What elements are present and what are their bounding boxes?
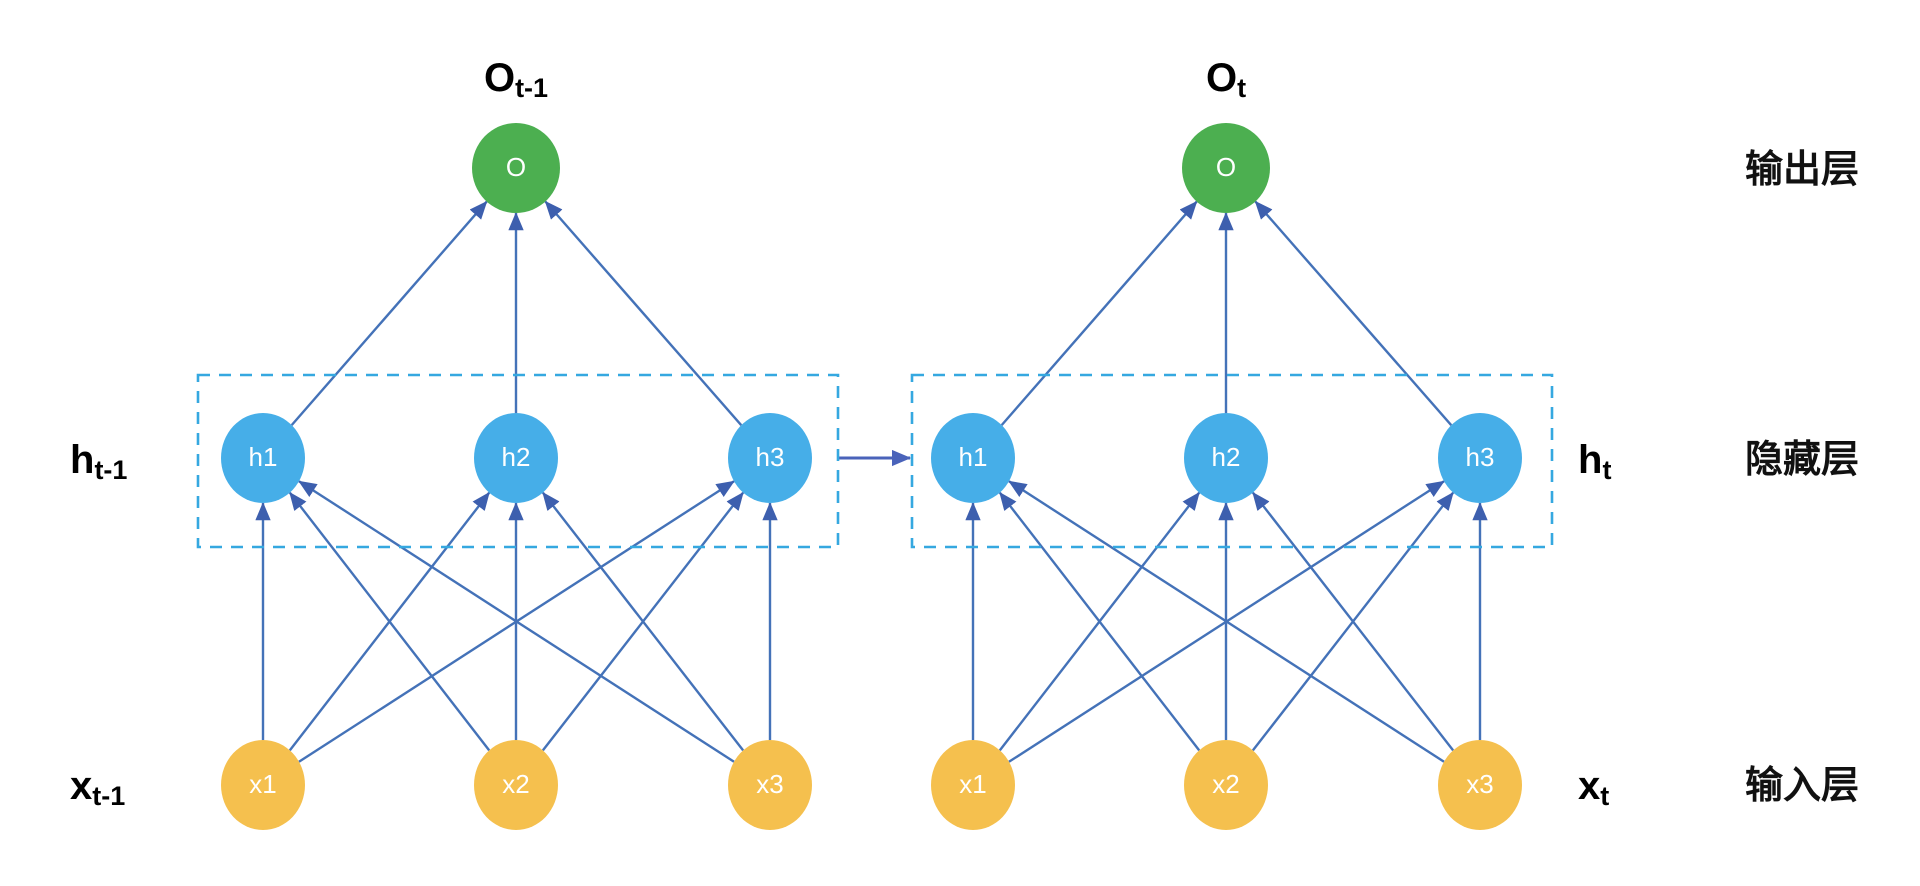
nodes-layer: Oh1 h2 h3 x1 x2 x3 Oh1 h2 h3 x1 x2 x3 <box>221 123 1522 830</box>
hidden-node-h1-t-minus-1-shape <box>221 413 305 503</box>
input-node-x1-t-shape <box>931 740 1015 830</box>
edge-input-2-to-hidden-1 <box>998 491 1201 752</box>
input-node-x3-t-label: x3 <box>1466 769 1493 799</box>
input-node-x3-t-shape <box>1438 740 1522 830</box>
hidden-node-h3-t-minus-1-label: h3 <box>756 442 785 472</box>
edge-hidden-1-to-output <box>1000 200 1198 426</box>
hidden-node-h3-t-label: h3 <box>1466 442 1495 472</box>
hidden-node-h3-t-shape <box>1438 413 1522 503</box>
input-node-x2-t-minus-1[interactable]: x2 <box>474 740 558 830</box>
input-node-x2-t-label: x2 <box>1212 769 1239 799</box>
hidden-node-h1-t[interactable]: h1 <box>931 413 1015 503</box>
label-input-t-minus-1-sub: t-1 <box>92 781 125 811</box>
output-node-t-shape <box>1182 123 1270 213</box>
label-output-t-minus-1-sub: t-1 <box>515 73 548 103</box>
hidden-node-h1-t-minus-1-label: h1 <box>249 442 278 472</box>
label-output-t-base: O <box>1206 56 1237 100</box>
layer-name-input: 输入层 <box>1745 765 1859 807</box>
label-input-t-sub: t <box>1600 781 1609 811</box>
hidden-node-h2-t-minus-1[interactable]: h2 <box>474 413 558 503</box>
label-hidden-t-sub: t <box>1602 455 1611 485</box>
input-node-x3-t-minus-1[interactable]: x3 <box>728 740 812 830</box>
hidden-node-h2-t-minus-1-label: h2 <box>502 442 531 472</box>
input-node-x1-t[interactable]: x1 <box>931 740 1015 830</box>
input-node-x2-t-shape <box>1184 740 1268 830</box>
label-output-t-minus-1: Ot-1 <box>484 56 548 104</box>
edge-hidden-3-to-output <box>544 200 743 426</box>
label-hidden-t-minus-1: ht-1 <box>70 438 127 486</box>
hidden-group-box-t-minus-1 <box>196 373 840 549</box>
hidden-node-h1-t-label: h1 <box>959 442 988 472</box>
label-input-t-minus-1: xt-1 <box>70 764 125 812</box>
label-output-t-minus-1-base: O <box>484 56 515 100</box>
input-node-x1-t-label: x1 <box>959 769 986 799</box>
edges-layer <box>255 200 1488 763</box>
edge-input-2-to-hidden-1 <box>288 491 491 752</box>
edge-hidden-3-to-output <box>1254 200 1453 426</box>
hidden-node-h3-t-minus-1[interactable]: h3 <box>728 413 812 503</box>
hidden-node-h3-t[interactable]: h3 <box>1438 413 1522 503</box>
layer-name-hidden: 隐藏层 <box>1745 439 1859 481</box>
label-output-t: Ot <box>1206 56 1246 104</box>
output-node-t-label: O <box>1216 152 1236 182</box>
input-node-x2-t[interactable]: x2 <box>1184 740 1268 830</box>
label-input-t-minus-1-base: x <box>70 764 92 808</box>
group-boxes-layer <box>196 373 1554 549</box>
hidden-node-h1-t-shape <box>931 413 1015 503</box>
hidden-node-h2-t-label: h2 <box>1212 442 1241 472</box>
hidden-group-box-t <box>910 373 1554 549</box>
label-hidden-t-minus-1-base: h <box>70 438 94 482</box>
input-node-x3-t-minus-1-shape <box>728 740 812 830</box>
input-node-x1-t-minus-1-shape <box>221 740 305 830</box>
output-node-t-minus-1[interactable]: O <box>472 123 560 213</box>
edge-hidden-1-to-output <box>290 200 488 426</box>
hidden-node-h2-t[interactable]: h2 <box>1184 413 1268 503</box>
edge-input-3-to-hidden-2 <box>1251 491 1455 752</box>
label-hidden-t-minus-1-sub: t-1 <box>94 455 127 485</box>
output-node-t-minus-1-shape <box>472 123 560 213</box>
label-output-t-sub: t <box>1237 73 1246 103</box>
label-input-t-base: x <box>1578 764 1600 808</box>
edge-input-3-to-hidden-2 <box>541 491 745 752</box>
input-node-x3-t-minus-1-label: x3 <box>756 769 783 799</box>
input-node-x3-t[interactable]: x3 <box>1438 740 1522 830</box>
edge-input-3-to-hidden-1 <box>1008 480 1445 763</box>
edge-input-3-to-hidden-1 <box>298 480 735 763</box>
input-node-x2-t-minus-1-shape <box>474 740 558 830</box>
input-node-x1-t-minus-1[interactable]: x1 <box>221 740 305 830</box>
hidden-node-h2-t-shape <box>1184 413 1268 503</box>
output-node-t[interactable]: O <box>1182 123 1270 213</box>
hidden-node-h3-t-minus-1-shape <box>728 413 812 503</box>
input-node-x1-t-minus-1-label: x1 <box>249 769 276 799</box>
input-node-x2-t-minus-1-label: x2 <box>502 769 529 799</box>
label-hidden-t: ht <box>1578 438 1611 486</box>
hidden-node-h2-t-minus-1-shape <box>474 413 558 503</box>
label-hidden-t-base: h <box>1578 438 1602 482</box>
hidden-node-h1-t-minus-1[interactable]: h1 <box>221 413 305 503</box>
layer-name-output: 输出层 <box>1745 149 1859 191</box>
output-node-t-minus-1-label: O <box>506 152 526 182</box>
label-input-t: xt <box>1578 764 1609 812</box>
